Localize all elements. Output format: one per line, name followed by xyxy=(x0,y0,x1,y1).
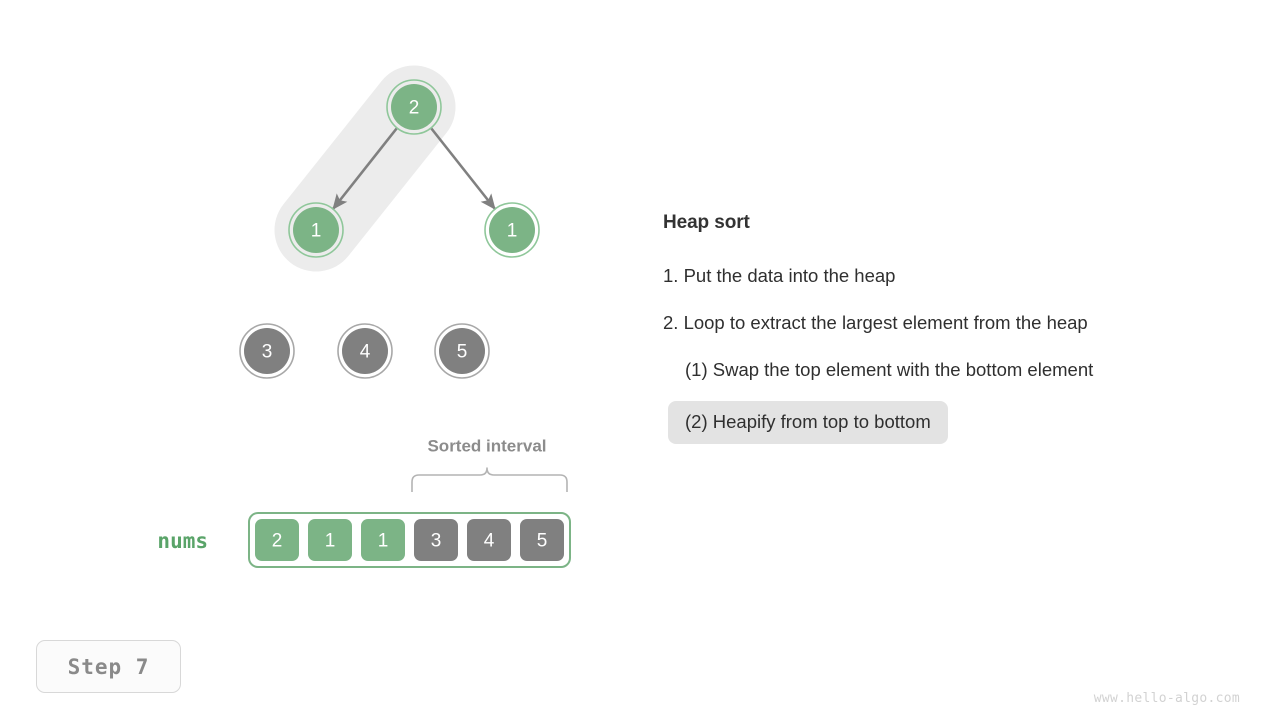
step-item-2b: (2) Heapify from top to bottom xyxy=(668,401,948,445)
sorted-interval-label: Sorted interval xyxy=(427,437,546,456)
page-title: Heap sort xyxy=(663,212,750,233)
tree-node-right-child[interactable]: 1 xyxy=(484,202,540,258)
algorithm-steps-panel: Heap sort 1. Put the data into the heap … xyxy=(663,212,1243,445)
tree-edge-root-right xyxy=(429,127,497,210)
array-cell-0-value: 2 xyxy=(272,531,283,552)
array-cell-4-value: 4 xyxy=(484,531,495,552)
sorted-interval-bracket: Sorted interval xyxy=(411,437,568,492)
step-item-2a: (1) Swap the top element with the bottom… xyxy=(685,359,1094,381)
array-cell-5[interactable]: 5 xyxy=(520,519,564,561)
tree-node-detached-4-value: 4 xyxy=(360,342,371,363)
array-cell-3-value: 3 xyxy=(431,531,442,552)
array-cell-5-value: 5 xyxy=(537,531,548,552)
array-cell-1[interactable]: 1 xyxy=(308,519,352,561)
step-badge: Step 7 xyxy=(36,640,181,693)
array-cell-0[interactable]: 2 xyxy=(255,519,299,561)
tree-node-detached-3-value: 3 xyxy=(262,342,273,363)
watermark: www.hello-algo.com xyxy=(1093,691,1240,706)
array-cell-1-value: 1 xyxy=(325,531,336,552)
array-cell-2[interactable]: 1 xyxy=(361,519,405,561)
tree-node-detached-5-value: 5 xyxy=(457,342,468,363)
tree-node-detached-3[interactable]: 3 xyxy=(239,323,295,379)
tree-edge-root-left xyxy=(331,127,399,210)
array-visualization: 2 1 1 3 4 5 xyxy=(248,512,571,568)
tree-node-left-child-value: 1 xyxy=(311,221,322,242)
tree-node-detached-4[interactable]: 4 xyxy=(337,323,393,379)
tree-node-detached-5[interactable]: 5 xyxy=(434,323,490,379)
heap-tree-diagram: 2 1 1 3 4 5 Sorted xyxy=(157,65,571,568)
array-cell-4[interactable]: 4 xyxy=(467,519,511,561)
tree-node-left-child[interactable]: 1 xyxy=(288,202,344,258)
step-item-1: 1. Put the data into the heap xyxy=(663,265,896,286)
array-name-label: nums xyxy=(157,529,208,553)
tree-node-root[interactable]: 2 xyxy=(386,79,442,135)
tree-node-root-value: 2 xyxy=(409,98,420,119)
diagram-panel: 2 1 1 3 4 5 Sorted xyxy=(157,65,571,568)
tree-edges xyxy=(331,127,497,210)
array-cell-2-value: 1 xyxy=(378,531,389,552)
tree-node-right-child-value: 1 xyxy=(507,221,518,242)
step-item-2: 2. Loop to extract the largest element f… xyxy=(663,312,1088,334)
array-cell-3[interactable]: 3 xyxy=(414,519,458,561)
